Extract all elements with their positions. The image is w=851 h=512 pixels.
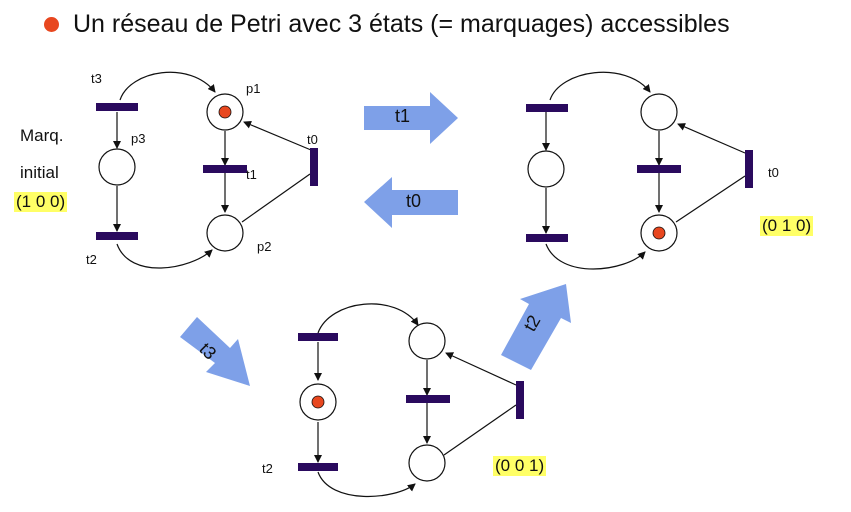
token-p3-3 xyxy=(311,395,325,409)
transition-t3-3 xyxy=(298,333,338,341)
transition-t1-2 xyxy=(637,165,681,173)
place-p1-3 xyxy=(408,322,446,360)
arc-t0-p1-2 xyxy=(677,123,746,154)
label-t3: t3 xyxy=(91,71,102,86)
marking-100: (1 0 0) xyxy=(14,192,68,212)
place-p2-3 xyxy=(408,444,446,482)
bullet-icon xyxy=(44,17,59,32)
label-p3: p3 xyxy=(131,131,146,146)
label-t0: t0 xyxy=(307,132,318,147)
initial-label-line2: initial xyxy=(20,163,59,182)
arc-p1-t3-2 xyxy=(549,71,651,101)
place-p1-2 xyxy=(640,93,678,131)
title-text: Un réseau de Petri avec 3 états (= marqu… xyxy=(73,10,730,38)
arrow-label-t1: t1 xyxy=(395,106,411,126)
marking-010: (0 1 0) xyxy=(760,216,814,236)
initial-label-line1: Marq. xyxy=(20,126,64,145)
place-p3 xyxy=(98,148,136,186)
net-state-001 xyxy=(298,303,524,497)
label-t2: t2 xyxy=(86,252,97,267)
arc-p2-t0 xyxy=(241,173,311,223)
marking-001: (0 0 1) xyxy=(493,456,547,476)
transition-t2 xyxy=(96,232,138,240)
token-p2-2 xyxy=(652,226,666,240)
label-t0-2: t0 xyxy=(768,165,779,180)
transition-t1 xyxy=(203,165,247,173)
net-initial xyxy=(96,71,318,269)
net-state-010 xyxy=(526,71,753,270)
arc-p2-t0-3 xyxy=(443,404,517,456)
arc-t2-p2-3 xyxy=(317,471,416,497)
arrow-label-t0: t0 xyxy=(406,191,422,211)
label-t1: t1 xyxy=(246,167,257,182)
label-t2-3: t2 xyxy=(262,461,273,476)
transition-t0-3 xyxy=(516,381,524,419)
transition-t2-3 xyxy=(298,463,338,471)
arc-p2-t0-2 xyxy=(675,175,746,223)
arc-p1-t3-3 xyxy=(317,303,419,334)
arrow-t1 xyxy=(364,92,458,144)
arc-p1-t3 xyxy=(119,71,216,101)
arc-t0-p1-3 xyxy=(445,352,517,386)
token-p1 xyxy=(218,105,232,119)
label-p2: p2 xyxy=(257,239,272,254)
transition-t2-2 xyxy=(526,234,568,242)
arc-t0-p1 xyxy=(243,121,312,151)
arc-t2-p2-2 xyxy=(545,243,646,270)
arrow-t2 xyxy=(501,284,571,370)
transition-t1-3 xyxy=(406,395,450,403)
transition-t3-2 xyxy=(526,104,568,112)
place-p2 xyxy=(206,214,244,252)
arc-t2-p2 xyxy=(116,243,213,269)
arrow-t0 xyxy=(364,177,458,228)
place-p3-2 xyxy=(527,150,565,188)
transition-t0-2 xyxy=(745,150,753,188)
slide-title: Un réseau de Petri avec 3 états (= marqu… xyxy=(44,10,730,39)
transition-t3 xyxy=(96,103,138,111)
label-p1: p1 xyxy=(246,81,261,96)
transition-t0 xyxy=(310,148,318,186)
arrow-t3 xyxy=(180,317,250,386)
